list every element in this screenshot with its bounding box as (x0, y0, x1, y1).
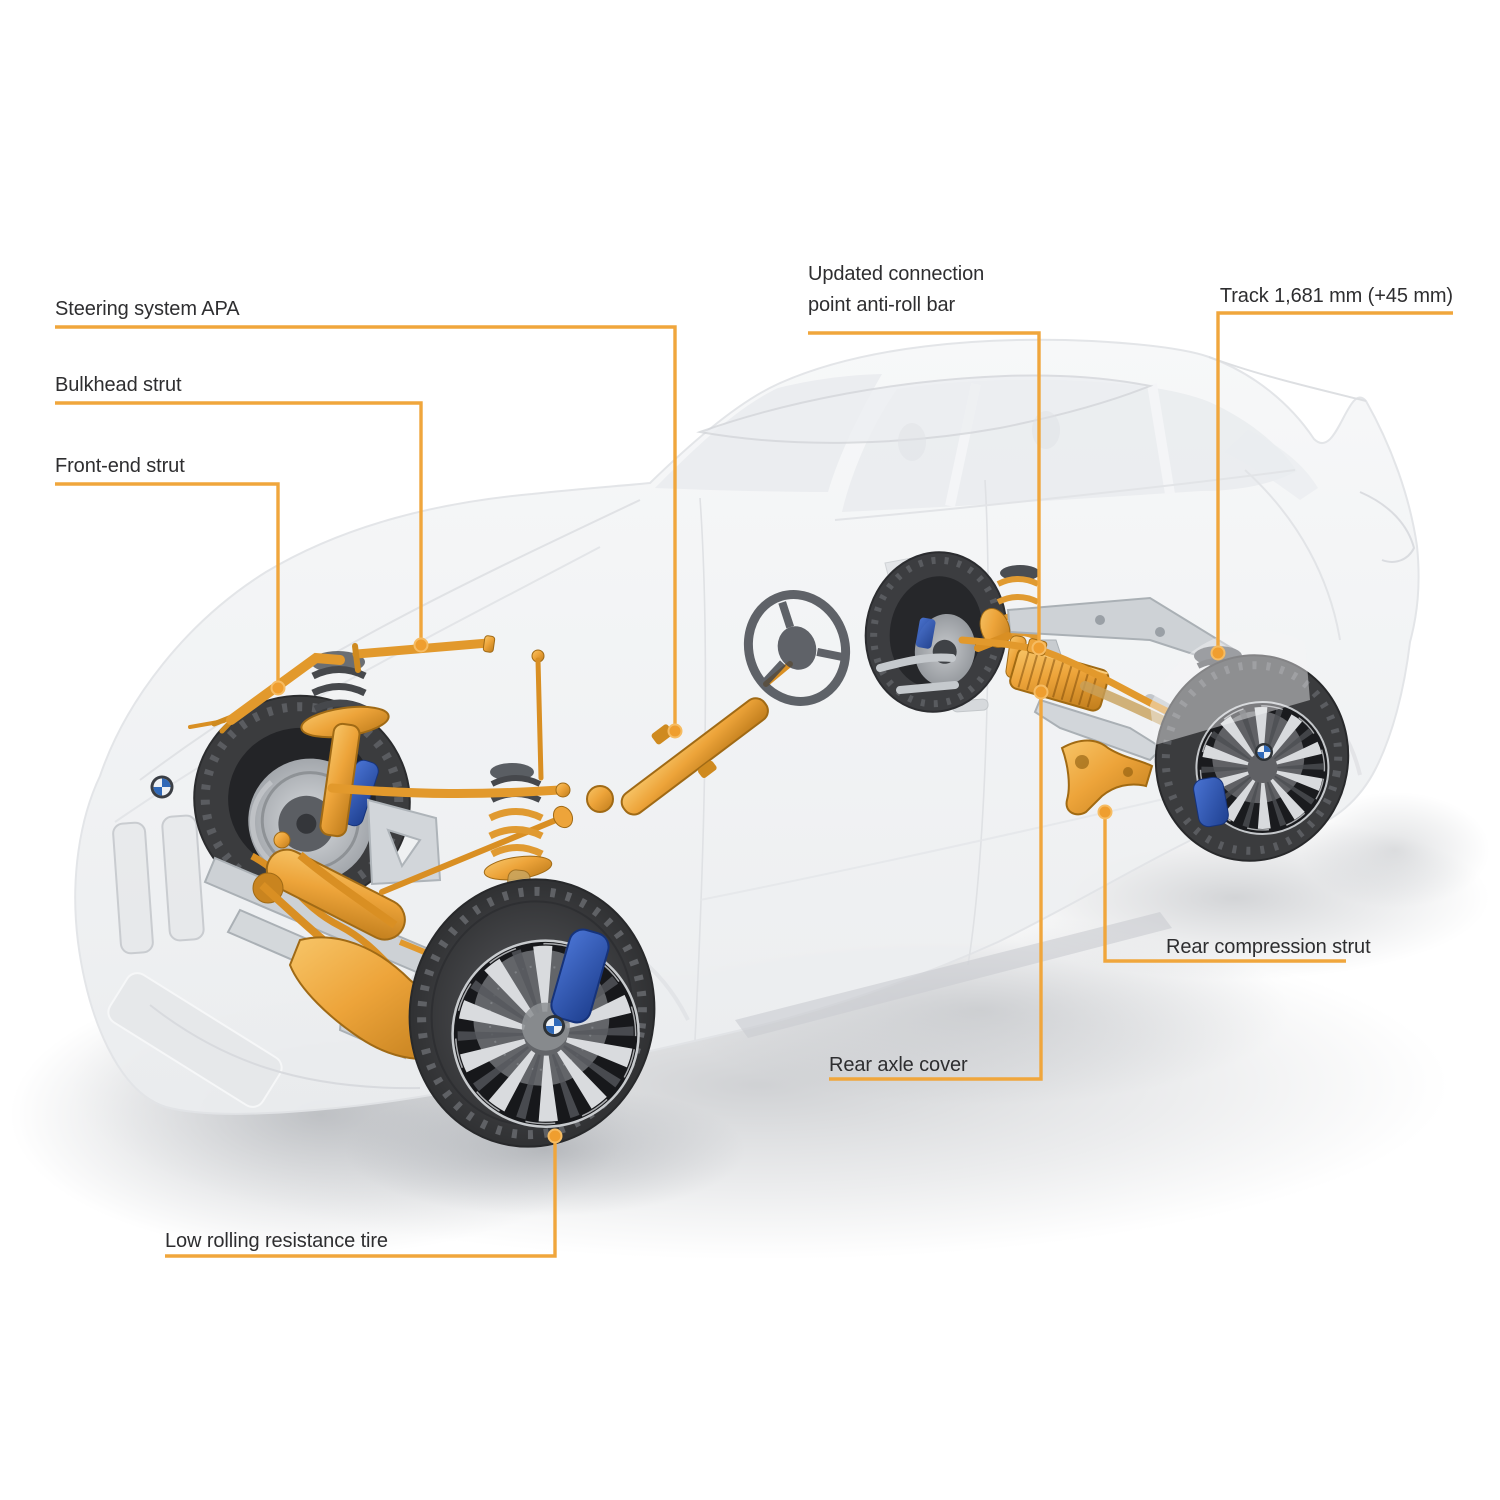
callout-label-anti-roll-bar-line1: Updated connection (808, 263, 985, 285)
callout-label-front-end-strut: Front-end strut (55, 455, 185, 477)
rear-quarter-crease (1244, 469, 1341, 641)
cowl-link-rod (531, 649, 545, 781)
callout-line-low-rolling-tire (165, 1143, 557, 1258)
beltline-crease (834, 469, 1296, 521)
callout-dot-steering-apa (667, 723, 683, 739)
rear-fender-haze (1150, 629, 1310, 745)
callout-dot-rear-axle-cover (1033, 684, 1049, 700)
callout-label-steering-apa: Steering system APA (55, 298, 240, 320)
taillight-crease (1359, 491, 1416, 563)
ghost-control-arms (876, 653, 959, 694)
front-link-bar (327, 783, 565, 799)
callout-dot-track (1210, 645, 1226, 661)
callout-dots (270, 637, 1226, 1144)
callout-line-steering-apa (55, 325, 677, 724)
callout-line-anti-roll-bar (808, 331, 1041, 641)
callout-label-bulkhead-strut: Bulkhead strut (55, 374, 182, 396)
bmw-roundel-icon (543, 1015, 565, 1037)
seat-headrest (1032, 411, 1060, 449)
callout-line-front-end-strut (55, 482, 280, 681)
brake-caliper-icon (1193, 776, 1229, 828)
callout-label-anti-roll-bar: Updated connection point anti-roll bar (808, 259, 984, 321)
kidney-grille (112, 814, 205, 955)
seat-headrest (898, 423, 926, 461)
callout-line-rear-axle-cover (829, 699, 1043, 1081)
c-pillar (1147, 383, 1175, 495)
callout-line-track (1216, 311, 1453, 646)
bmw-roundel-icon (1255, 743, 1273, 761)
callout-line-rear-compression-strut (1103, 819, 1346, 963)
callout-line-bulkhead-strut (55, 401, 423, 638)
brake-caliper-icon (915, 617, 936, 649)
callout-label-rear-compression-strut: Rear compression strut (1166, 936, 1371, 958)
steering-wheel (743, 590, 851, 706)
brake-caliper-icon (550, 928, 610, 1024)
subframe-bracket (366, 798, 442, 886)
callout-label-low-rolling-tire: Low rolling resistance tire (165, 1230, 388, 1252)
front-end-strut-component (188, 652, 345, 734)
bumper-crease (149, 1004, 421, 1090)
callout-label-track: Track 1,681 mm (+45 mm) (1219, 285, 1453, 307)
bmw-roundel-icon (150, 775, 174, 799)
callout-label-rear-axle-cover: Rear axle cover (829, 1054, 968, 1076)
door-seam-rear (967, 479, 989, 966)
callout-dot-bulkhead-strut (413, 637, 429, 653)
rear-window (1225, 430, 1318, 500)
callout-dot-low-rolling-tire (547, 1128, 563, 1144)
callout-label-anti-roll-bar-line2: point anti-roll bar (808, 294, 956, 316)
steering-column (379, 661, 793, 895)
front-link-ball (555, 782, 571, 798)
rear-compression-strut-component (1060, 739, 1154, 816)
rocker-trim (735, 912, 1172, 1038)
roof-spoiler-line (1208, 356, 1367, 402)
callout-dot-anti-roll-bar (1031, 640, 1047, 656)
callout-dot-rear-compression-strut (1097, 804, 1113, 820)
hood-crease (139, 499, 641, 781)
callout-dot-front-end-strut (270, 680, 286, 696)
hood-crease (114, 546, 601, 823)
callout-lines (55, 311, 1453, 1258)
